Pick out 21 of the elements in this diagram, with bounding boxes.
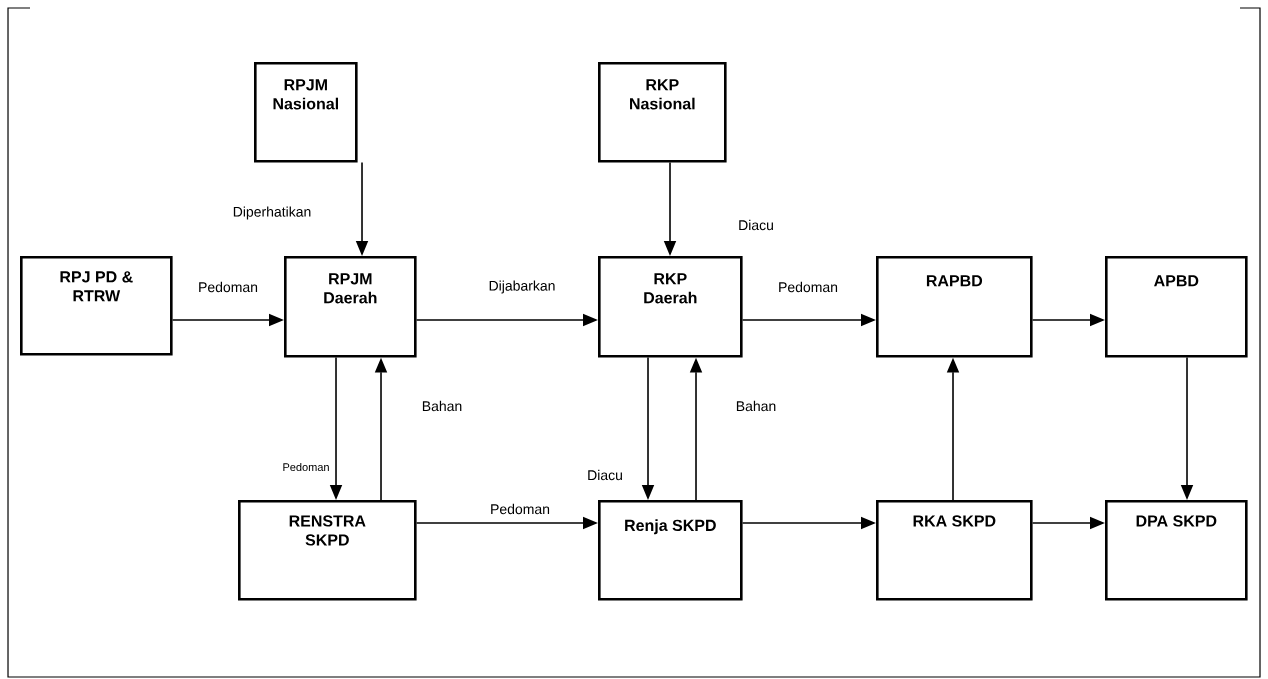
edge-label: Diacu	[739, 219, 773, 231]
edge-label: Bahan	[736, 400, 776, 412]
edge-label: Diacu	[588, 469, 622, 481]
process-box: RKP Daerah	[598, 255, 743, 358]
process-box: APBD	[1105, 255, 1248, 358]
process-box: RAPBD	[876, 255, 1033, 358]
edge-label: Dijabarkan	[489, 280, 555, 294]
process-box: RKA SKPD	[876, 500, 1033, 601]
process-box: RKP Nasional	[598, 62, 727, 163]
edge-label: Pedoman	[199, 281, 258, 293]
process-box: Renja SKPD	[598, 500, 743, 601]
edge-label: Pedoman	[779, 281, 838, 293]
edge-label: Pedoman	[283, 462, 329, 472]
process-box: RENSTRA SKPD	[238, 500, 417, 601]
edge-label: Diperhatikan	[233, 206, 311, 220]
edge-label: Pedoman	[491, 503, 550, 515]
process-box: RPJM Nasional	[254, 62, 358, 163]
process-box: DPA SKPD	[1105, 500, 1248, 601]
process-box: RPJ PD & RTRW	[20, 255, 173, 356]
process-box: RPJM Daerah	[284, 255, 417, 358]
edge-label: Bahan	[422, 400, 462, 412]
